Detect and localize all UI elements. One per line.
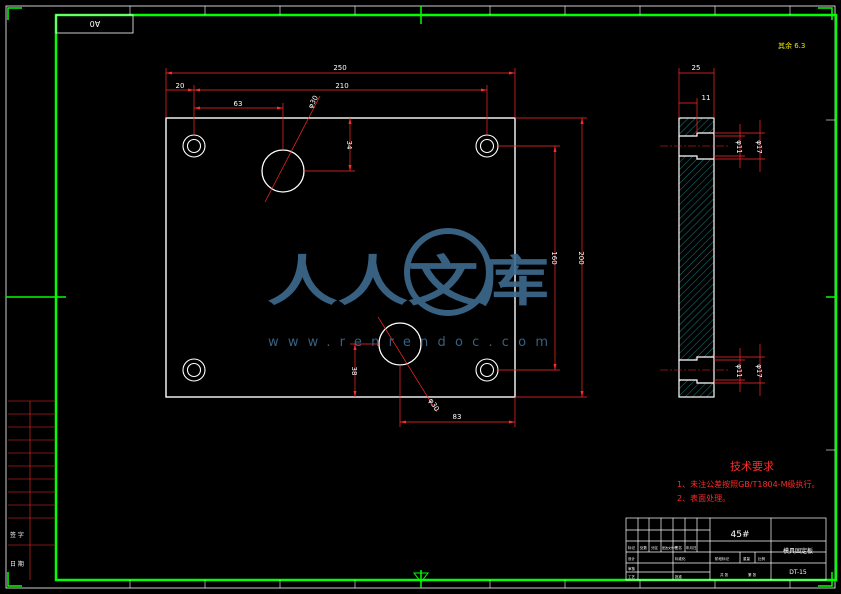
drawing-number: DT-15 [789,569,807,576]
orientation-triangle [412,572,430,583]
tech-req-title: 技术要求 [730,460,774,473]
dim-big-hole-dia-top: φ30 [307,94,320,110]
tb-cell-12: 重量 [743,556,751,561]
tb-cell-13: 比例 [758,556,766,561]
zone-ticks [129,6,835,588]
dim-hole-span-y: 160 [550,251,558,264]
front-view-dimension-lines [165,68,587,427]
tb-cell-6: 设计 [628,556,636,561]
technical-requirements: 技术要求 1、未注公差按照GB/T1804-M级执行。 2、表面处理。 [677,460,820,503]
corner-mark-bl [7,572,22,587]
left-strip-table [8,400,56,580]
tb-cell-8: 审核 [628,566,636,571]
large-hole-top [261,149,305,193]
tech-req-item-1: 1、未注公差按照GB/T1804-M级执行。 [677,479,820,489]
corner-mark-br [818,572,833,587]
tb-cell-15: 第 张 [748,572,757,577]
drawing-number-box: A0 [55,14,134,34]
tb-cell-4: 签名 [675,545,682,550]
tb-cell-7: 标准化 [675,556,686,561]
dim-hole-dia-lower: φ11 [735,364,743,378]
dim-thickness: 25 [692,64,701,72]
roughness-note: 其余 6.3 [778,41,805,50]
tb-cell-14: 共 张 [720,572,729,577]
counterbore-lower [679,356,714,384]
part-name: 模具固定板 [783,547,813,555]
side-section-hatch [679,118,714,397]
tb-cell-9: 工艺 [628,574,636,579]
counterbore-upper [679,132,714,160]
dim-overall-height: 200 [577,251,585,264]
dim-hole-to-big-hole: 63 [234,100,243,108]
tb-cell-10: 批准 [675,574,683,579]
tb-cell-2: 分区 [651,545,659,550]
side-section-outline [678,117,715,398]
corner-mark-tl [7,7,22,20]
side-view-dimension-lines [678,68,765,396]
dim-counterbore-dia-upper: φ17 [755,140,763,154]
dim-overall-width: 250 [333,64,346,72]
watermark: 人人文库 www.renrendoc.com [267,228,549,350]
left-strip-label-2: 日 期 [10,560,24,568]
drawing-frame [5,5,838,589]
dim-big-hole-dia-bottom: φ30 [427,397,441,413]
dim-counterbore-depth: 11 [702,94,711,102]
title-block [625,517,827,581]
watermark-text: 人人文库 [267,250,549,313]
tb-cell-0: 标记 [628,545,636,550]
tb-cell-5: 年月日 [686,545,697,550]
side-view-dimension-texts: 25 11 φ11 φ17 φ11 φ17 [692,64,763,378]
tb-cell-3: 更改文件号 [662,545,677,550]
watermark-logo-ring [404,228,492,316]
dim-big-hole-offset-x-bottom: 83 [453,413,462,421]
plate-outline [165,117,516,398]
material: 45# [731,530,750,540]
tech-req-item-2: 2、表面处理。 [677,493,730,503]
counterbore-hole-tl [182,134,206,158]
counterbore-hole-tr [475,134,499,158]
dim-hole-dia-upper: φ11 [735,140,743,154]
watermark-url: www.renrendoc.com [268,335,548,350]
dim-big-hole-offset-bottom: 38 [350,367,358,376]
left-strip-label-1: 签 字 [10,531,24,539]
title-block-texts: 45# 模具固定板 DT-15 标记 处数 分区 更改文件号 签名 年月日 设计… [628,530,813,579]
dim-counterbore-dia-lower: φ17 [755,364,763,378]
front-view-arrowheads [166,71,584,424]
tb-cell-1: 处数 [640,545,648,550]
tb-cell-11: 阶段标记 [715,556,729,561]
side-view [660,117,730,398]
counterbore-hole-bl [182,358,206,382]
dim-hole-span-x: 210 [335,82,348,90]
counterbore-hole-br [475,358,499,382]
dim-big-hole-offset-top: 34 [345,141,353,150]
drawing-number-mirrored: A0 [90,19,101,28]
corner-mark-tr [818,7,833,20]
dim-edge-to-hole: 20 [176,82,185,90]
